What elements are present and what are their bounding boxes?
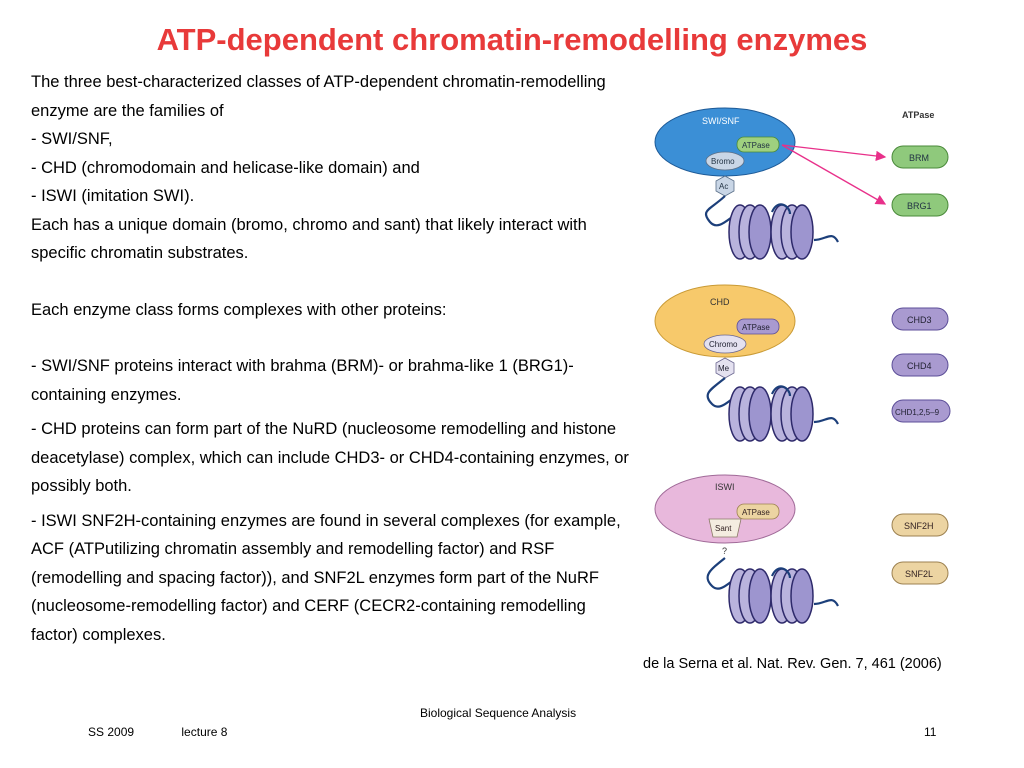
snf2l-label: SNF2L xyxy=(905,569,933,579)
paragraph-complexes: Each enzyme class forms complexes with o… xyxy=(31,300,447,319)
figure-citation: de la Serna et al. Nat. Rev. Gen. 7, 461… xyxy=(643,656,942,672)
nucleosome xyxy=(770,386,814,442)
snf2l-enzyme xyxy=(891,561,949,585)
iswi-body xyxy=(654,474,796,544)
footer-left: SS 2009 lecture 8 xyxy=(88,725,271,739)
nucleosome xyxy=(728,386,772,442)
paragraph-domains: Each has a unique domain (bromo, chromo … xyxy=(31,215,587,263)
chd4-label: CHD4 xyxy=(907,361,932,371)
chd-complex: CHD ATPase Chromo Me xyxy=(654,284,839,442)
chd-enzymes: CHD3 CHD4 CHD1,2,5–9 xyxy=(891,307,951,423)
methyl-label: Me xyxy=(718,364,730,373)
swisnf-atpase-domain xyxy=(736,136,780,153)
swisnf-complex: SWI/SNF ATPase Bromo Ac xyxy=(654,107,839,260)
brm-label: BRM xyxy=(909,153,929,163)
page-number: 11 xyxy=(924,725,937,739)
list-item-iswi: - ISWI (imitation SWI). xyxy=(31,187,195,205)
acetyl-label: Ac xyxy=(719,182,728,191)
footer-lecture: lecture 8 xyxy=(181,725,228,739)
iswi-complex: ISWI ATPase Sant ? xyxy=(654,474,839,624)
chd3-label: CHD3 xyxy=(907,315,932,325)
chd-atpase-domain xyxy=(736,318,780,335)
chd1-2-5-9-label: CHD1,2,5–9 xyxy=(895,408,940,417)
swisnf-enzymes: BRM BRG1 xyxy=(891,145,949,217)
unknown-mark-label: ? xyxy=(722,546,727,556)
nucleosome xyxy=(728,204,772,260)
swisnf-atpase-label: ATPase xyxy=(742,141,770,150)
footer-term: SS 2009 xyxy=(88,725,135,739)
list-item-swisnf: - SWI/SNF, xyxy=(31,130,113,148)
iswi-atpase-label: ATPase xyxy=(742,508,770,517)
arrow-to-brm xyxy=(781,144,887,162)
slide-title: ATP-dependent chromatin-remodelling enzy… xyxy=(156,22,868,57)
chd-label: CHD xyxy=(710,297,730,307)
brg1-enzyme xyxy=(891,193,949,217)
brm-enzyme xyxy=(891,145,949,169)
chd1-2-5-9-enzyme xyxy=(891,399,951,423)
nucleosome xyxy=(770,204,814,260)
paragraph-chd-detail: - CHD proteins can form part of the NuRD… xyxy=(31,420,629,495)
iswi-atpase-domain xyxy=(736,503,780,520)
sant-label: Sant xyxy=(715,524,732,533)
nucleosome xyxy=(728,568,772,624)
paragraph-intro: The three best-characterized classes of … xyxy=(31,73,606,120)
swisnf-label: SWI/SNF xyxy=(702,116,740,126)
bromo-label: Bromo xyxy=(711,157,735,166)
paragraph-iswi-detail: - ISWI SNF2H-containing enzymes are foun… xyxy=(31,511,621,644)
snf2h-enzyme xyxy=(891,513,949,537)
atpase-column-header: ATPase xyxy=(902,110,934,120)
remodelling-enzymes-figure: ATPase SWI/SNF ATPase Bromo Ac BRM BRG1 … xyxy=(654,107,951,624)
chromo-domain xyxy=(703,334,747,354)
paragraph-swisnf-detail: - SWI/SNF proteins interact with brahma … xyxy=(31,357,574,404)
brg1-label: BRG1 xyxy=(907,201,932,211)
list-item-chd: - CHD (chromodomain and helicase-like do… xyxy=(31,158,420,177)
snf2h-label: SNF2H xyxy=(904,521,934,531)
footer-course-title: Biological Sequence Analysis xyxy=(420,706,577,720)
iswi-label: ISWI xyxy=(715,482,735,492)
chd-atpase-label: ATPase xyxy=(742,323,770,332)
chd-body xyxy=(654,284,796,358)
iswi-enzymes: SNF2H SNF2L xyxy=(891,513,949,585)
chd3-enzyme xyxy=(891,307,949,331)
body-text: The three best-characterized classes of … xyxy=(31,68,631,649)
nucleosome xyxy=(770,568,814,624)
sant-domain xyxy=(708,518,742,538)
arrow-to-brg1 xyxy=(781,144,887,205)
bromo-domain xyxy=(705,151,745,171)
chromo-label: Chromo xyxy=(709,340,738,349)
chd4-enzyme xyxy=(891,353,949,377)
